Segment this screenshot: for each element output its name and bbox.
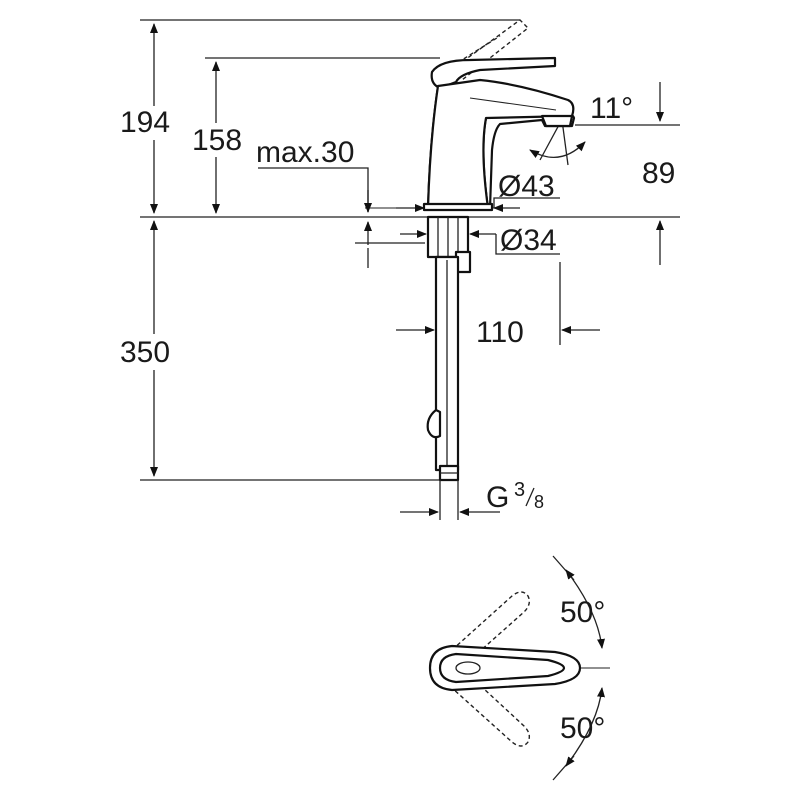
dim-34-label: Ø34 xyxy=(500,224,557,257)
angle-down-label: 50° xyxy=(560,712,605,745)
faucet-body xyxy=(422,19,576,482)
dim-43-leader xyxy=(493,197,560,208)
dim-43-label: Ø43 xyxy=(498,170,555,203)
dim-11deg-label: 11° xyxy=(590,92,633,125)
dim-max30-label: max.30 xyxy=(256,136,354,169)
top-view: 50° 50° xyxy=(428,555,610,781)
dim-thread-denominator: 8 xyxy=(534,492,544,512)
dim-110-label: 110 xyxy=(476,316,524,349)
dim-thread-prefix: G xyxy=(486,481,509,514)
lever xyxy=(430,56,557,90)
lever-position-up xyxy=(451,591,531,661)
dim-thread-numerator: 3 xyxy=(514,479,525,501)
angle-arc-up xyxy=(565,569,605,649)
dim-89-label: 89 xyxy=(642,157,675,190)
dim-194-label: 194 xyxy=(120,106,170,139)
dim-158-label: 158 xyxy=(192,124,242,157)
aerator xyxy=(540,114,574,128)
pull-rod-loop xyxy=(426,408,442,439)
dim-max30-leader xyxy=(258,167,369,212)
lever-logo xyxy=(455,661,481,675)
angle-up-label: 50° xyxy=(560,596,605,629)
dim-350-label: 350 xyxy=(120,336,170,369)
lever-position-down xyxy=(451,675,531,747)
dim-34-leader xyxy=(495,234,560,255)
side-view: 194 158 max.30 350 89 11° xyxy=(118,19,680,520)
angle-arc-down xyxy=(565,687,605,767)
faucet-base xyxy=(422,202,494,212)
lever-raised-outline xyxy=(439,19,530,81)
